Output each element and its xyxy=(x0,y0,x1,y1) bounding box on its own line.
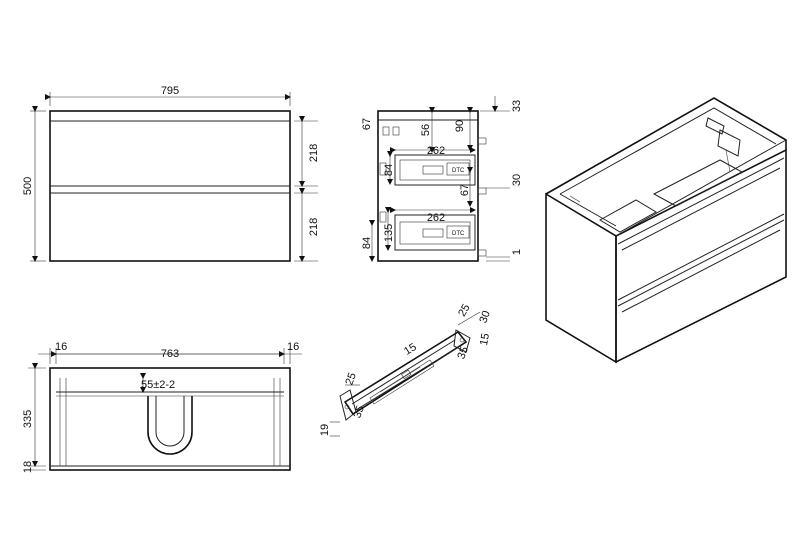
plan-right-edge-label: 16 xyxy=(287,341,299,353)
runner-dim-f: 35 xyxy=(351,404,366,420)
runner-dim-a: 25 xyxy=(456,302,473,319)
front-height-label: 500 xyxy=(22,177,34,195)
runner-rail xyxy=(343,330,468,416)
side-mid-gap-label: 30 xyxy=(511,174,523,186)
isometric-view xyxy=(545,97,787,364)
iso-front-face xyxy=(615,148,787,364)
side-section-outline xyxy=(377,110,479,262)
side-section-view: DTC DTC 67 56 90 33 262 84 67 30 262 xyxy=(361,96,523,262)
side-lower-depth-label: 262 xyxy=(427,212,445,224)
side-mid-right-label: 67 xyxy=(459,184,471,196)
runner-detail: 25 30 15 35 25 35 19 15 xyxy=(319,302,493,437)
iso-side-face xyxy=(545,192,617,364)
side-upper-depth-label: 262 xyxy=(427,145,445,157)
plan-view: 16 763 16 55±2-2 335 18 xyxy=(22,341,302,473)
side-lower-left-b-label: 84 xyxy=(361,237,373,249)
runner-dim-g: 19 xyxy=(319,424,331,436)
plan-view-outline xyxy=(49,367,291,471)
plan-inner-width-label: 763 xyxy=(161,348,179,360)
runner-dim-c: 15 xyxy=(478,332,492,346)
runner-dim-h: 15 xyxy=(402,341,419,358)
side-top-offset-label: 33 xyxy=(511,100,523,112)
runner-dim-b: 30 xyxy=(477,309,492,325)
front-view: 795 500 218 218 xyxy=(22,85,320,262)
plan-cutout-note: 55±2-2 xyxy=(141,379,175,391)
side-top-gap-label: 67 xyxy=(361,118,373,130)
drawer-bottom-label: 218 xyxy=(308,218,320,236)
front-width-label: 795 xyxy=(161,85,179,97)
side-mid-left-label: 84 xyxy=(383,164,395,176)
plan-depth-label: 335 xyxy=(22,410,34,428)
runner-dim-e: 25 xyxy=(343,371,358,387)
drawer-top-label: 218 xyxy=(308,144,320,162)
plan-base-label: 18 xyxy=(22,461,34,473)
plan-cutout xyxy=(147,396,193,455)
runner-dim-d: 35 xyxy=(455,345,470,361)
upper-brand-label: DTC xyxy=(452,168,465,174)
side-upper-right-label: 90 xyxy=(454,120,466,132)
lower-brand-label: DTC xyxy=(452,231,465,237)
plan-left-edge-label: 16 xyxy=(55,341,67,353)
side-lower-left-a-label: 135 xyxy=(383,224,395,242)
side-bottom-offset-label: 1 xyxy=(511,249,523,255)
iso-top-rim xyxy=(545,97,787,195)
side-upper-left-label: 56 xyxy=(420,124,432,136)
